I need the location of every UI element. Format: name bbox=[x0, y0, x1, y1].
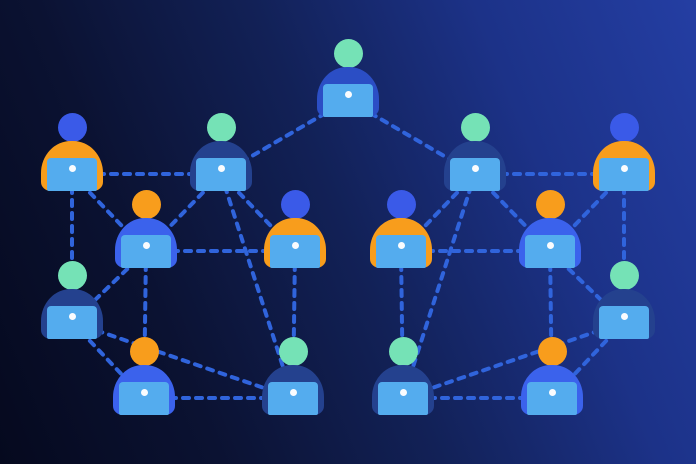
person-head bbox=[129, 336, 159, 366]
laptop-camera-dot bbox=[140, 388, 148, 396]
laptop-camera-dot bbox=[291, 241, 299, 249]
laptop-icon bbox=[525, 234, 575, 268]
person-row2-mid-left bbox=[189, 112, 253, 191]
laptop-camera-dot bbox=[68, 312, 76, 320]
person-head bbox=[278, 336, 308, 366]
person-row5-left-b bbox=[261, 336, 325, 415]
laptop-icon bbox=[270, 234, 320, 268]
person-row2-mid-right bbox=[443, 112, 507, 191]
laptop-camera-dot bbox=[548, 388, 556, 396]
person-head bbox=[535, 189, 565, 219]
person-row4-right bbox=[592, 260, 656, 339]
laptop-camera-dot bbox=[142, 241, 150, 249]
person-row5-right-a bbox=[371, 336, 435, 415]
person-head bbox=[388, 336, 418, 366]
laptop-icon bbox=[378, 381, 428, 415]
person-head bbox=[57, 260, 87, 290]
person-head bbox=[57, 112, 87, 142]
laptop-camera-dot bbox=[620, 164, 628, 172]
laptop-camera-dot bbox=[546, 241, 554, 249]
laptop-camera-dot bbox=[289, 388, 297, 396]
connection-line bbox=[401, 172, 477, 400]
person-row3-left-b bbox=[263, 189, 327, 268]
laptop-camera-dot bbox=[471, 164, 479, 172]
laptop-icon bbox=[599, 305, 649, 339]
laptop-icon bbox=[47, 157, 97, 191]
laptop-icon bbox=[196, 157, 246, 191]
laptop-icon bbox=[376, 234, 426, 268]
connection-line bbox=[70, 320, 295, 400]
person-row3-right-b bbox=[518, 189, 582, 268]
laptop-icon bbox=[599, 157, 649, 191]
laptop-icon bbox=[47, 305, 97, 339]
laptop-camera-dot bbox=[399, 388, 407, 396]
person-head bbox=[609, 260, 639, 290]
person-head bbox=[206, 112, 236, 142]
connection-line bbox=[401, 320, 626, 400]
laptop-icon bbox=[527, 381, 577, 415]
person-top-center bbox=[316, 38, 380, 117]
laptop-camera-dot bbox=[344, 90, 352, 98]
person-head bbox=[460, 112, 490, 142]
laptop-camera-dot bbox=[217, 164, 225, 172]
person-head bbox=[333, 38, 363, 68]
laptop-camera-dot bbox=[68, 164, 76, 172]
person-row5-left-a bbox=[112, 336, 176, 415]
person-head bbox=[537, 336, 567, 366]
laptop-icon bbox=[268, 381, 318, 415]
laptop-icon bbox=[323, 83, 373, 117]
person-row4-left bbox=[40, 260, 104, 339]
person-head bbox=[280, 189, 310, 219]
laptop-camera-dot bbox=[397, 241, 405, 249]
person-row2-far-left bbox=[40, 112, 104, 191]
laptop-camera-dot bbox=[620, 312, 628, 320]
person-row2-far-right bbox=[592, 112, 656, 191]
laptop-icon bbox=[121, 234, 171, 268]
laptop-icon bbox=[119, 381, 169, 415]
person-head bbox=[609, 112, 639, 142]
person-row5-right-b bbox=[520, 336, 584, 415]
connection-line bbox=[219, 172, 295, 400]
person-row3-left-a bbox=[114, 189, 178, 268]
laptop-icon bbox=[450, 157, 500, 191]
person-head bbox=[131, 189, 161, 219]
person-row3-right-a bbox=[369, 189, 433, 268]
person-head bbox=[386, 189, 416, 219]
